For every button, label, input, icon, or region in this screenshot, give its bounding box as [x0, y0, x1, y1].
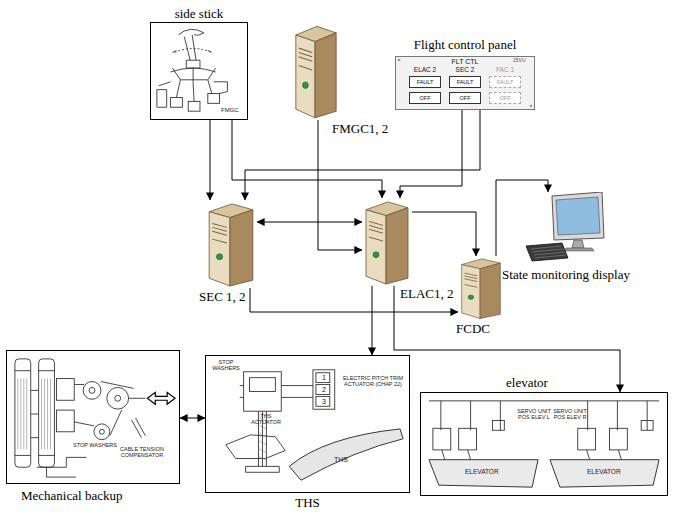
- computer-icon: ELAC1, 2: [362, 198, 412, 286]
- button-legend: OFF: [449, 92, 481, 104]
- connector: [210, 120, 211, 200]
- node-label: FCDC: [456, 322, 490, 336]
- button-name: ELAC 2: [409, 67, 441, 74]
- connector: [412, 212, 476, 256]
- computer-icon: FMGC1, 2: [292, 22, 340, 120]
- server-icon: [292, 22, 340, 120]
- control-panel: Flight control panelFLT CTL25VUELAC 2FAU…: [395, 56, 535, 110]
- node-label: side stick: [175, 7, 224, 21]
- callout-number: 1: [317, 373, 331, 383]
- connector: [372, 286, 373, 355]
- connector: [257, 222, 362, 223]
- connector: [245, 110, 480, 200]
- part-name: STOP WASHERS: [209, 360, 243, 372]
- button-legend: OFF: [409, 92, 441, 104]
- button-legend: FAULT: [409, 76, 441, 88]
- server-icon: [458, 256, 504, 320]
- computer-icon: FCDC: [458, 256, 504, 320]
- part-name: CABLE TENSION COMPENSATOR: [111, 447, 173, 459]
- button-legend: OFF: [489, 92, 521, 104]
- part-name: ELEVATOR: [587, 469, 621, 476]
- button-name: FAC 1: [489, 67, 521, 74]
- part-name: STOP WASHERS: [73, 443, 117, 449]
- button-name: SEC 2: [449, 67, 481, 74]
- mechanical-backup-drawing: [7, 351, 179, 483]
- button-legend: FAULT: [449, 76, 481, 88]
- drawing-box: Mechanical backupSTOP WASHERSCABLE TENSI…: [6, 350, 180, 484]
- computer-icon: SEC 1, 2: [205, 200, 257, 288]
- button-legend: FAULT: [489, 76, 521, 88]
- node-label: State monitoring display: [502, 268, 630, 282]
- part-name: SERVO UNIT POS ELEV R: [553, 409, 587, 421]
- node-label: FMGC1, 2: [332, 122, 388, 136]
- part-name: SERVO UNIT POS ELEV L: [517, 409, 551, 421]
- connector: [400, 110, 462, 198]
- node-label: SEC 1, 2: [199, 290, 246, 304]
- callout-number: 3: [317, 397, 331, 407]
- connector: [180, 418, 205, 419]
- node-label: Flight control panel: [414, 38, 517, 52]
- part-name: ELECTRIC PITCH TRIM ACTUATOR (CHAP 22): [340, 376, 406, 388]
- part-name: THS: [334, 456, 348, 463]
- drawing-box: THS STOP WASHERS THS ACTUATOR 1 2 3 ELECTRIC P…: [205, 355, 410, 493]
- monitor-display: State monitoring display: [522, 192, 610, 262]
- node-label: Mechanical backup: [21, 489, 122, 503]
- connector: [394, 286, 620, 392]
- monitor-icon: [522, 192, 610, 262]
- drawing-box: elevatorSERVO UNIT POS ELEV LSERVO UNIT …: [420, 392, 668, 496]
- connector: [250, 288, 458, 312]
- part-name: ELEVATOR: [465, 469, 499, 476]
- callout-number: 2: [317, 385, 331, 395]
- server-icon: [205, 200, 257, 288]
- server-icon: [362, 198, 412, 286]
- node-label: ELAC1, 2: [400, 287, 453, 301]
- side-stick-drawing: [151, 23, 247, 119]
- connector: [318, 120, 362, 250]
- node-label: elevator: [506, 376, 548, 390]
- side-stick-box: side stickFMGC: [150, 22, 248, 120]
- part-name: THS ACTUATOR: [246, 414, 286, 426]
- node-label: THS: [295, 496, 320, 510]
- part-name: FMGC: [221, 107, 239, 113]
- panel-code: 25VU: [513, 58, 526, 63]
